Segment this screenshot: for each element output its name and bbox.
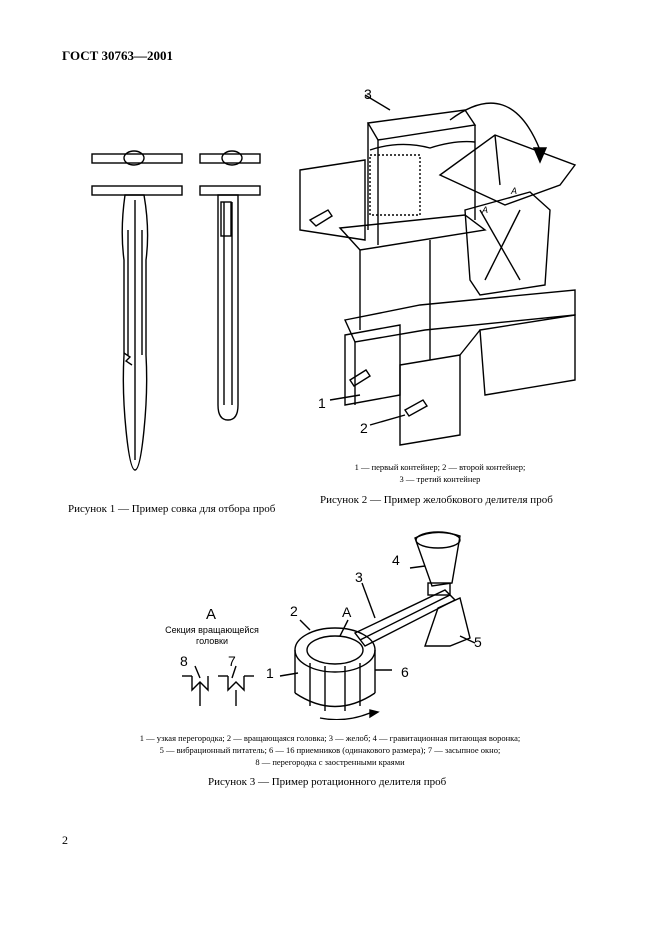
- figure-2-section-mark-a2: A: [482, 205, 489, 215]
- figure-3-rotary-divider-drawing: [182, 531, 476, 720]
- figure-2-callout-2: 2: [360, 420, 368, 436]
- figure-3-section-letter: A: [206, 606, 217, 623]
- figure-1-scoop-drawing: [91, 150, 261, 471]
- figure-3-callout-2: 2: [290, 603, 298, 619]
- figure-2-legend: 1 — первый контейнер; 2 — второй контейн…: [350, 461, 530, 485]
- figure-2-callout-1: 1: [318, 395, 326, 411]
- figure-2-legend-line-2: 3 — третий контейнер: [399, 474, 481, 484]
- figure-2-section-mark-a1: A: [511, 186, 518, 196]
- figure-3-callout-a: A: [342, 604, 352, 620]
- figure-3-legend-line-2: 5 — вибрационный питатель; 6 — 16 приемн…: [159, 745, 501, 755]
- figure-1-caption: Рисунок 1 — Пример совка для отбора проб: [68, 503, 276, 515]
- figure-2-riffle-divider-drawing: [299, 94, 577, 446]
- document-header: ГОСТ 30763—2001: [62, 48, 174, 63]
- figure-2-legend-line-1: 1 — первый контейнер; 2 — второй контейн…: [354, 462, 526, 472]
- figure-3-legend: 1 — узкая перегородка; 2 — вращающаяся г…: [90, 732, 570, 768]
- figure-3-callout-6: 6: [401, 664, 409, 680]
- figure-2-caption: Рисунок 2 — Пример желобкового делителя …: [320, 494, 553, 506]
- figure-3-legend-line-3: 8 — перегородка с заостренными краями: [255, 757, 405, 767]
- figure-3-legend-line-1: 1 — узкая перегородка; 2 — вращающаяся г…: [139, 733, 521, 743]
- figure-3-caption: Рисунок 3 — Пример ротационного делителя…: [208, 776, 447, 788]
- figure-3-callout-1: 1: [266, 665, 274, 681]
- figure-3-callout-4: 4: [392, 552, 400, 568]
- figure-3-section-title: Секция вращающейся головки: [165, 625, 259, 646]
- figure-3-callout-3: 3: [355, 569, 363, 585]
- figure-2-callout-3: 3: [364, 86, 372, 102]
- figure-3-callout-5: 5: [474, 634, 482, 650]
- figure-3-callout-8: 8: [180, 653, 188, 669]
- page-number: 2: [62, 833, 68, 847]
- figure-3-callout-7: 7: [228, 653, 236, 669]
